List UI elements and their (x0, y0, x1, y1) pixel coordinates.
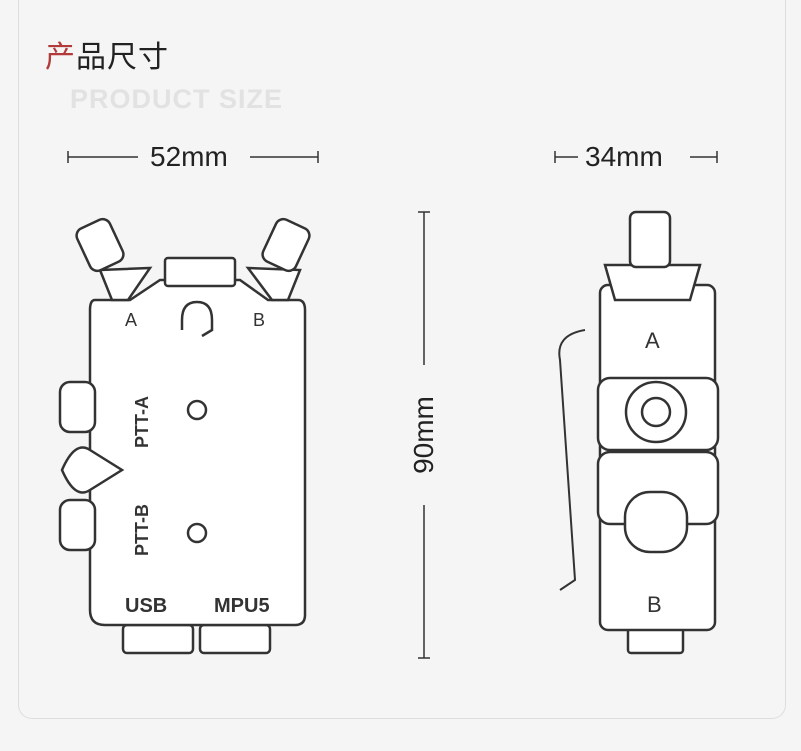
mpu5-port-label: MPU5 (214, 595, 270, 617)
title-accent: 产 (45, 40, 76, 75)
headset-icon (180, 300, 214, 338)
height-dimension-label: 90mm (408, 396, 439, 474)
side-a-label: A (645, 328, 660, 353)
knob-b-label: B (253, 310, 265, 330)
ptt-a-label: PTT-A (132, 396, 152, 448)
depth-dimension-label: 34mm (585, 141, 663, 172)
side-b-label: B (647, 592, 662, 617)
front-labels: A B PTT-A PTT-B USB MPU5 (125, 310, 270, 617)
usb-port-label: USB (125, 595, 167, 617)
belt-clip (558, 329, 586, 591)
title-rest: 品尺寸 (76, 40, 169, 75)
knob-a-label: A (125, 310, 137, 330)
section-subtitle: PRODUCT SIZE (70, 84, 284, 114)
ptt-b-label: PTT-B (132, 504, 152, 556)
side-labels: A B (645, 328, 662, 617)
section-title: 产品尺寸 (45, 40, 169, 76)
side-view-device (558, 210, 720, 655)
front-view-device (58, 217, 311, 655)
width-dimension-label: 52mm (150, 141, 228, 172)
